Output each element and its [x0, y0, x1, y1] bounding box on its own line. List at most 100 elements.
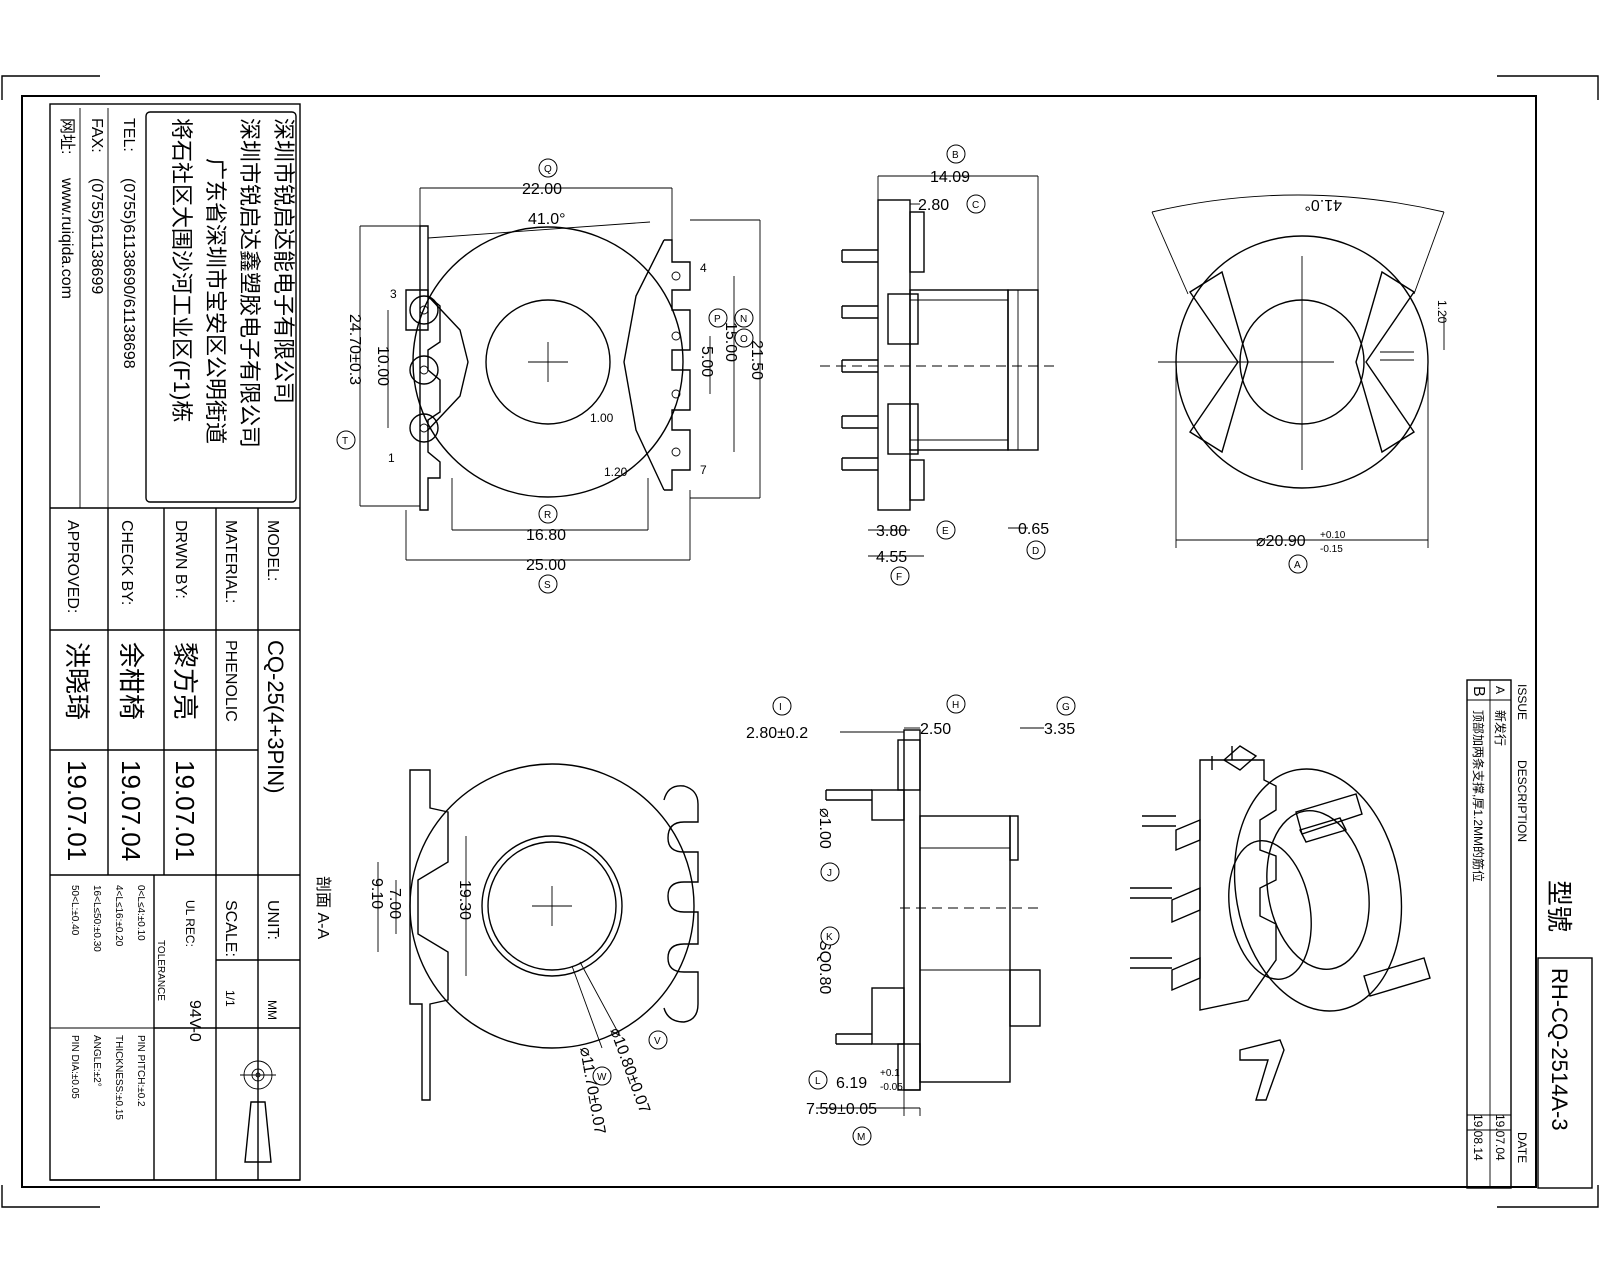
section-view: [377, 763, 699, 1101]
isometric-view: [1130, 745, 1431, 1101]
dim-2-80-mid: 2.80±0.2: [746, 725, 808, 742]
top-view: [1151, 194, 1445, 548]
company-info: 深圳市锐启达能电子有限公司 深圳市锐启达鑫塑胶电子有限公司 广东省深圳市宝安区公…: [58, 118, 296, 448]
material-value: PHENOLIC: [222, 640, 239, 722]
dim-14-09: 14.09: [930, 169, 970, 186]
bubble-t: T: [336, 430, 356, 450]
svg-text:4<L≤16:±0.20: 4<L≤16:±0.20: [113, 885, 124, 947]
svg-text:P: P: [714, 314, 721, 325]
bubble-g: G: [1056, 696, 1076, 716]
svg-text:F: F: [896, 572, 902, 583]
approved-name: 洪晓琦: [62, 642, 92, 720]
company-factory: 深圳市锐启达鑫塑胶电子有限公司: [237, 118, 262, 448]
svg-text:G: G: [1062, 702, 1070, 713]
dim-dia-1-00: ⌀1.00: [816, 808, 833, 849]
svg-text:B: B: [952, 150, 959, 161]
svg-text:E: E: [942, 526, 949, 537]
svg-text:Q: Q: [544, 164, 552, 175]
dim-7-59: 7.59±0.05: [806, 1101, 877, 1118]
dim-15: 15.00: [722, 322, 739, 362]
ul-label: UL REC:: [183, 900, 197, 947]
side-view: [820, 175, 1060, 557]
approved-label: APPROVED:: [64, 520, 81, 613]
dim-6-19-tol-dn: -0.05: [880, 1082, 903, 1093]
dim-angle-41-top: 41.0°: [1304, 196, 1342, 213]
company-name: 深圳市锐启达能电子有限公司: [271, 118, 296, 404]
bubble-f: F: [890, 566, 910, 586]
unit-label: UNIT:: [264, 900, 281, 940]
rev-b-date: 19.08.14: [1471, 1114, 1485, 1161]
bubble-m: M: [852, 1126, 872, 1146]
dim-dia-tol-up: +0.10: [1320, 530, 1346, 541]
svg-text:O: O: [740, 334, 748, 345]
pin-7: 7: [700, 463, 707, 477]
dim-6-19-tol-up: +0.1: [880, 1068, 900, 1079]
dim-7: 7.00: [386, 888, 403, 919]
svg-text:50<L:±0.40: 50<L:±0.40: [69, 885, 80, 936]
dim-2-80-side: 2.80: [918, 197, 949, 214]
tolerance-list: 0<L≤4:±0.10 4<L≤16:±0.20 16<L≤50:±0.30 5…: [69, 885, 146, 952]
bubble-w: W: [592, 1066, 612, 1086]
tolerance-list-2: PIN PITCH:±0.2 THICKNESS:±0.15 ANGLE:±2°…: [69, 1035, 146, 1120]
bubble-r: R: [538, 504, 558, 524]
dim-6-19: 6.19: [836, 1075, 867, 1092]
model-value: CQ-25(4+3PIN): [263, 640, 288, 793]
ul-value: 94V-0: [186, 1000, 203, 1042]
fax-label: FAX:: [88, 118, 105, 153]
dim-21-50: 21.50: [748, 340, 765, 380]
dim-1: 1.00: [590, 411, 614, 425]
svg-text:16<L≤50:±0.30: 16<L≤50:±0.30: [91, 885, 102, 952]
scale-label: SCALE:: [222, 900, 239, 957]
bubble-b: B: [946, 144, 966, 164]
svg-text:N: N: [740, 314, 747, 325]
drwn-name: 黎方亮: [170, 642, 200, 720]
bubble-p: P: [708, 308, 728, 328]
description-label: DESCRIPTION: [1515, 760, 1529, 842]
svg-text:W: W: [597, 1072, 607, 1083]
title-block: [49, 103, 301, 1181]
bubble-o: O: [734, 328, 754, 348]
dim-1-20: 1.20: [604, 465, 628, 479]
bubble-j: J: [820, 862, 840, 882]
dim-4-55: 4.55: [876, 549, 907, 566]
svg-text:PIN PITCH:±0.2: PIN PITCH:±0.2: [135, 1035, 146, 1107]
pin-3: 3: [390, 287, 397, 301]
svg-text:0<L≤4:±0.10: 0<L≤4:±0.10: [135, 885, 146, 941]
dim-3-35: 3.35: [1044, 721, 1075, 738]
check-name: 余柑椅: [116, 642, 146, 720]
pin-1: 1: [388, 451, 395, 465]
bubble-k: K: [820, 926, 840, 946]
bubble-i: I: [772, 696, 792, 716]
web-label: 网址:: [58, 118, 76, 154]
approved-date: 19.07.01: [62, 760, 92, 861]
bubble-a: A: [1288, 554, 1308, 574]
pin-4: 4: [700, 261, 707, 275]
issue-label: ISSUE: [1515, 684, 1529, 720]
svg-text:D: D: [1032, 546, 1039, 557]
svg-text:PIN DIA:±0.05: PIN DIA:±0.05: [69, 1035, 80, 1099]
rev-a-issue: A: [1493, 686, 1507, 694]
dim-25: 25.00: [526, 557, 566, 574]
svg-text:S: S: [544, 580, 551, 591]
dim-dia-tol-dn: -0.15: [1320, 544, 1343, 555]
dim-22: 22.00: [522, 181, 562, 198]
bubble-s: S: [538, 574, 558, 594]
check-label: CHECK BY:: [118, 520, 135, 605]
drwn-date: 19.07.01: [170, 760, 200, 861]
dim-dia-11-70: ⌀11.70±0.07: [576, 1046, 608, 1136]
date-label: DATE: [1515, 1132, 1529, 1163]
material-label: MATERIAL:: [222, 520, 239, 603]
svg-text:I: I: [779, 702, 782, 713]
bubble-h: H: [946, 694, 966, 714]
web-value: www.ruiqida.com: [58, 177, 75, 299]
bubble-l: L: [808, 1070, 828, 1090]
dim-19-30: 19.30: [456, 880, 473, 920]
sheet-corner-marks: [1, 75, 1599, 1208]
fax-value: (0755)61138699: [88, 178, 105, 294]
dim-sq-0-80: SQ0.80: [816, 940, 833, 994]
scale-value: 1/1: [223, 990, 237, 1007]
unit-value: MM: [265, 1000, 279, 1020]
svg-text:T: T: [342, 436, 348, 447]
dim-angle-41: 41.0°: [528, 211, 566, 228]
svg-text:R: R: [544, 510, 551, 521]
